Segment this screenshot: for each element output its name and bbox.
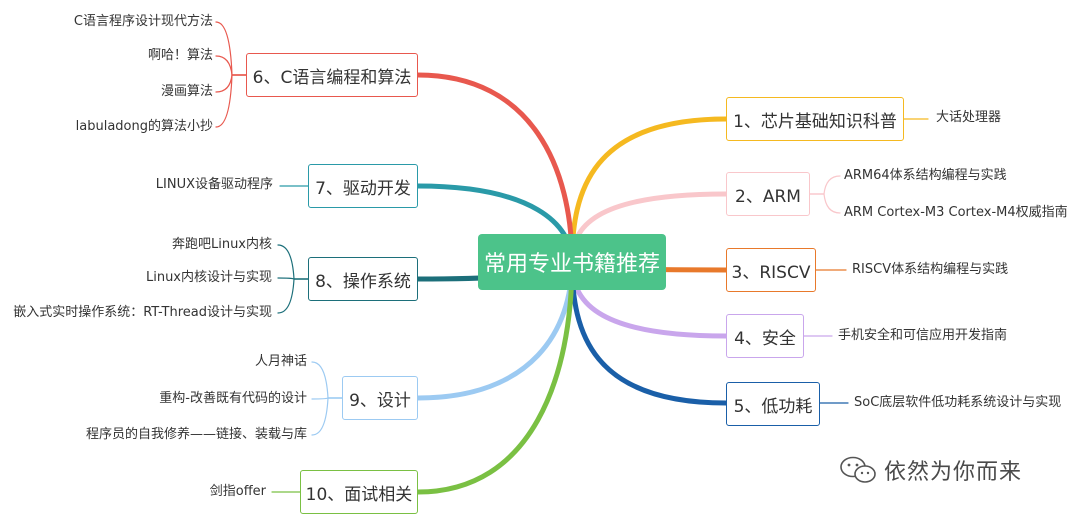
leaf-book[interactable]: 嵌入式实时操作系统：RT-Thread设计与实现 [13, 305, 272, 320]
leaf-connector [311, 397, 343, 436]
leaf-book[interactable]: 程序员的自我修养——链接、装载与库 [85, 427, 307, 442]
central-topic[interactable]: 常用专业书籍推荐 [478, 234, 666, 290]
leaf-book[interactable]: 漫画算法 [160, 84, 213, 99]
leaf-book[interactable]: 人月神话 [254, 354, 307, 369]
topic-security[interactable]: 4、安全 [726, 314, 804, 358]
leaf-book[interactable]: SoC底层软件低功耗系统设计与实现 [854, 395, 1062, 410]
branch-connector [415, 259, 575, 495]
leaf-book[interactable]: 啊哈！算法 [147, 48, 213, 63]
topic-driver-dev[interactable]: 7、驱动开发 [308, 164, 418, 208]
topic-interview[interactable]: 10、面试相关 [300, 470, 418, 514]
leaf-book[interactable]: RISCV体系结构编程与实践 [852, 262, 1009, 277]
topic-chip-basics[interactable]: 1、芯片基础知识科普 [726, 97, 904, 141]
leaf-connector [277, 244, 309, 280]
leaf-connector [809, 175, 841, 195]
topic-low-power[interactable]: 5、低功耗 [726, 382, 820, 426]
leaf-book[interactable]: 奔跑吧Linux内核 [171, 237, 272, 252]
leaf-book[interactable]: 剑指offer [209, 484, 266, 499]
leaf-book[interactable]: 大话处理器 [936, 110, 1002, 125]
leaf-connector [215, 74, 247, 128]
leaf-connector [809, 193, 841, 214]
topic-c-language-algorithms[interactable]: 6、C语言编程和算法 [246, 53, 418, 97]
leaf-book[interactable]: C语言程序设计现代方法 [73, 14, 213, 29]
watermark-text: 依然为你而来 [884, 460, 1023, 485]
leaf-book[interactable]: LINUX设备驱动程序 [155, 177, 273, 192]
wechat-icon [840, 456, 876, 483]
leaf-book[interactable]: 手机安全和可信应用开发指南 [838, 328, 1008, 343]
leaf-book[interactable]: Linux内核设计与实现 [145, 270, 272, 285]
topic-operating-system[interactable]: 8、操作系统 [308, 257, 418, 301]
leaf-connector [277, 278, 309, 314]
topic-design[interactable]: 9、设计 [342, 376, 418, 420]
topic-arm[interactable]: 2、ARM [726, 172, 810, 216]
leaf-book[interactable]: labuladong的算法小抄 [75, 119, 213, 134]
leaf-book[interactable]: ARM64体系结构编程与实践 [844, 168, 1007, 183]
branch-connector [415, 72, 575, 265]
topic-riscv[interactable]: 3、RISCV [726, 248, 816, 292]
leaf-connector [311, 361, 343, 399]
watermark: 依然为你而来 [838, 450, 1022, 490]
leaf-book[interactable]: ARM Cortex-M3 Cortex-M4权威指南 [844, 205, 1068, 220]
leaf-book[interactable]: 重构-改善既有代码的设计 [159, 391, 307, 406]
